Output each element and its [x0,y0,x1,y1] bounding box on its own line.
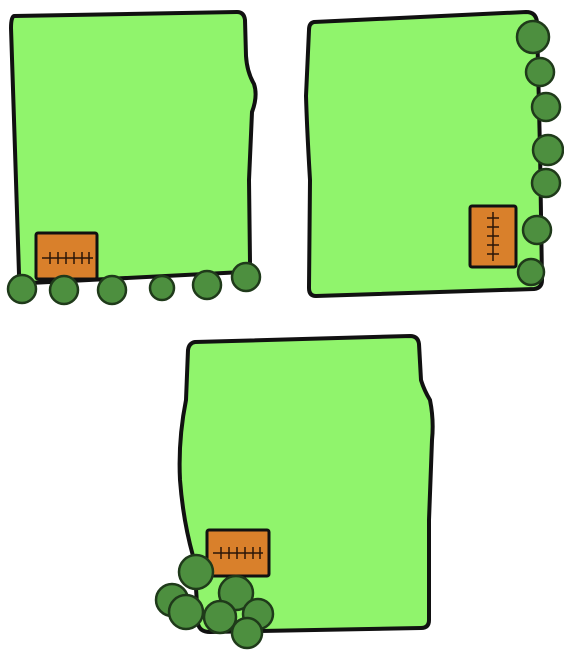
tree-b-5-icon [532,169,560,197]
panel-c [156,336,433,648]
tree-c-4-icon [169,595,203,629]
tree-a-4-icon [150,276,174,300]
tree-c-1-icon [179,555,213,589]
tree-b-1-icon [517,21,549,53]
tree-b-7-icon [518,259,544,285]
tree-b-6-icon [523,216,551,244]
shed-c [207,530,269,576]
tree-a-6-icon [232,263,260,291]
shed-a [36,233,97,279]
tree-c-7-icon [232,618,262,648]
tree-a-2-icon [50,276,78,304]
tree-b-2-icon [526,58,554,86]
panel-b [306,12,563,296]
tree-a-3-icon [98,276,126,304]
tree-b-3-icon [532,93,560,121]
tree-a-5-icon [193,271,221,299]
tree-b-4-icon [533,135,563,165]
shed-b [470,206,516,267]
tree-c-5-icon [204,601,236,633]
tree-a-1-icon [8,275,36,303]
panel-a [8,12,260,304]
plot-outline-c [180,336,433,632]
